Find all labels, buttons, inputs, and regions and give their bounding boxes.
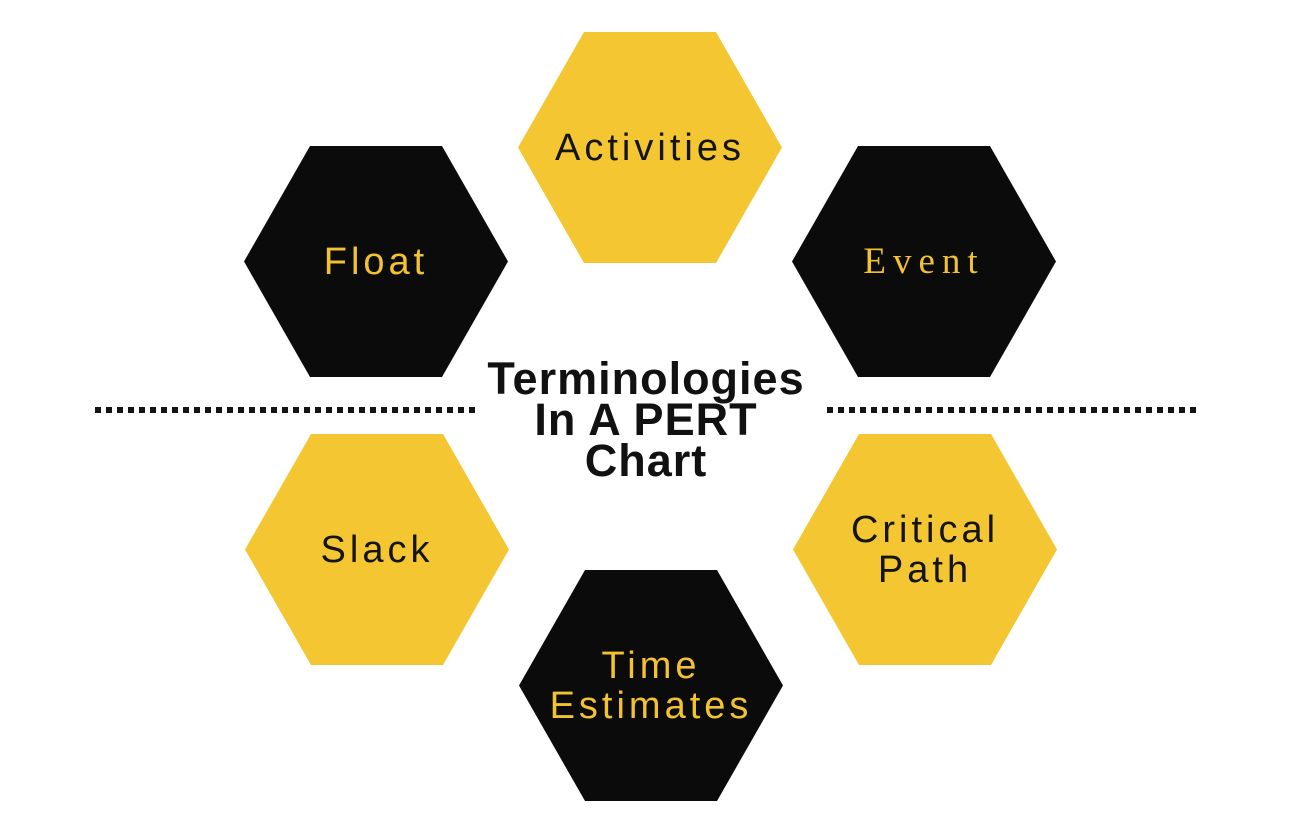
- hexagon-critical-path: Critical Path: [793, 434, 1057, 665]
- dotted-divider-right: [827, 407, 1196, 413]
- title-line-3: Chart: [584, 435, 708, 486]
- hexagon-critical-path-label: Critical Path: [850, 508, 1000, 591]
- hexagon-slack-label: Slack: [320, 528, 434, 571]
- hexagon-time-estimates: Time Estimates: [519, 570, 783, 801]
- hexagon-activities: Activities: [518, 32, 782, 263]
- hexagon-float: Float: [244, 146, 508, 377]
- title-line-1: Terminologies: [487, 353, 805, 404]
- diagram-title: Terminologies In A PERT Chart: [451, 353, 841, 486]
- hexagon-float-label: Float: [323, 240, 429, 283]
- hexagon-event-label: Event: [863, 240, 985, 282]
- dotted-divider-left: [95, 407, 475, 413]
- hexagon-event: Event: [792, 146, 1056, 377]
- hexagon-activities-label: Activities: [555, 126, 745, 169]
- title-line-2: In A PERT: [534, 394, 758, 445]
- hexagon-slack: Slack: [245, 434, 509, 665]
- hexagon-time-estimates-label: Time Estimates: [549, 644, 753, 727]
